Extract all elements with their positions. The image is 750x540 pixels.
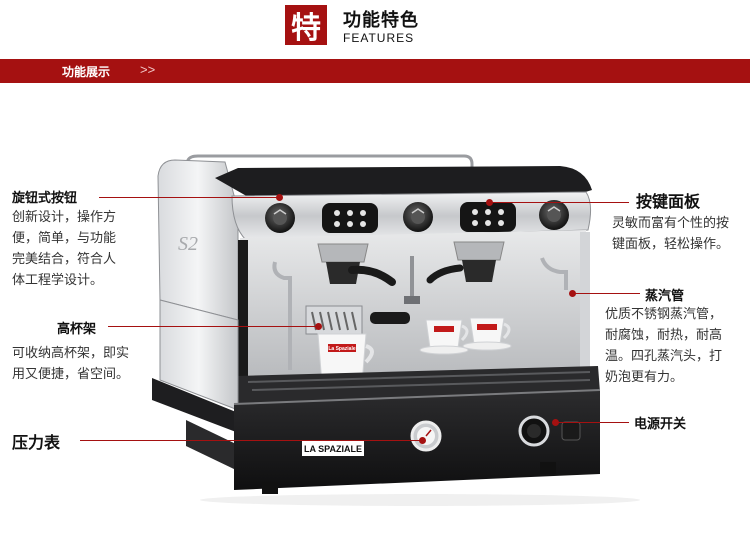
right-group-head (426, 241, 505, 284)
left-group-head (317, 243, 396, 286)
left-steam-wand (272, 261, 292, 370)
page-title: 功能特色 (343, 10, 419, 31)
power-switch-leader-dot (552, 419, 559, 426)
cup-rack-leader-dot (315, 323, 322, 330)
power-switch-leader-line (555, 422, 629, 423)
tall-cup: La Spaziale (317, 333, 374, 385)
knob-desc-line: 便，简单，与功能 (12, 231, 117, 246)
page-subtitle: FEATURES (343, 31, 415, 45)
section-bar: 功能展示 >> (0, 59, 750, 83)
steam-wand-desc-line: 温。四孔蒸汽头，打 (605, 349, 723, 364)
keypad-description: 灵敏而富有个性的按 键面板，轻松操作。 (612, 213, 747, 255)
power-switch (518, 415, 581, 447)
middle-knob (403, 202, 433, 232)
steam-wand-leader-dot (569, 290, 576, 297)
knob-desc-line: 完美结合，符合人 (12, 252, 117, 267)
left-keypad (322, 203, 378, 233)
small-cups (419, 317, 512, 355)
cup-rack-desc-line: 可收纳高杯架，即实 (12, 346, 130, 361)
top-rail (186, 154, 474, 172)
keypad-desc-line: 灵敏而富有个性的按 (612, 216, 730, 231)
pressure-gauge (410, 420, 442, 452)
steam-wand-desc-line: 耐腐蚀，耐热，耐高 (605, 328, 723, 343)
right-steam-wand (540, 257, 568, 290)
top-cover (215, 166, 592, 198)
steam-wand-description: 优质不锈钢蒸汽管， 耐腐蚀，耐热，耐高 温。四孔蒸汽头，打 奶泡更有力。 (605, 304, 748, 388)
cup-rack-description: 可收纳高杯架，即实 用又便捷，省空间。 (12, 343, 157, 385)
knob-title: 旋钮式按钮 (12, 191, 78, 206)
cup-rack-title: 高杯架 (57, 322, 97, 337)
pressure-gauge-title: 压力表 (12, 433, 61, 452)
right-keypad (460, 202, 516, 232)
pressure-gauge-leader-line (80, 440, 420, 441)
knob-leader-dot (276, 194, 283, 201)
cup-rack-leader-line (108, 326, 316, 327)
keypad-leader-line (489, 202, 629, 203)
steam-wand-leader-line (572, 293, 640, 294)
section-bar-label: 功能展示 (62, 65, 111, 79)
keypad-desc-line: 键面板，轻松操作。 (612, 237, 730, 252)
cup-rack-desc-line: 用又便捷，省空间。 (12, 367, 130, 382)
brand-logo: LA SPAZIALE (304, 444, 362, 454)
model-mark: S2 (178, 233, 198, 255)
pressure-gauge-leader-dot (419, 437, 426, 444)
left-knob (265, 203, 295, 233)
steam-wand-title: 蒸汽管 (645, 289, 685, 304)
knob-desc-line: 体工程学设计。 (12, 273, 104, 288)
keypad-leader-dot (486, 199, 493, 206)
section-bar-arrows: >> (140, 62, 156, 77)
cup-brand-label: La Spaziale (328, 346, 355, 352)
foot-left (262, 482, 278, 494)
header-badge: 特 (285, 5, 327, 46)
knob-description: 创新设计，操作方 便，简单，与功能 完美结合，符合人 体工程学设计。 (12, 207, 152, 291)
right-knob (539, 200, 569, 230)
steam-wand-desc-line: 优质不锈钢蒸汽管， (605, 307, 723, 322)
foot-right (540, 462, 556, 474)
keypad-title: 按键面板 (636, 192, 701, 211)
knob-leader-line (99, 197, 277, 198)
steam-wand-desc-line: 奶泡更有力。 (605, 370, 684, 385)
power-switch-title: 电源开关 (634, 417, 687, 432)
knob-desc-line: 创新设计，操作方 (12, 210, 117, 225)
cup-rack (305, 305, 410, 335)
